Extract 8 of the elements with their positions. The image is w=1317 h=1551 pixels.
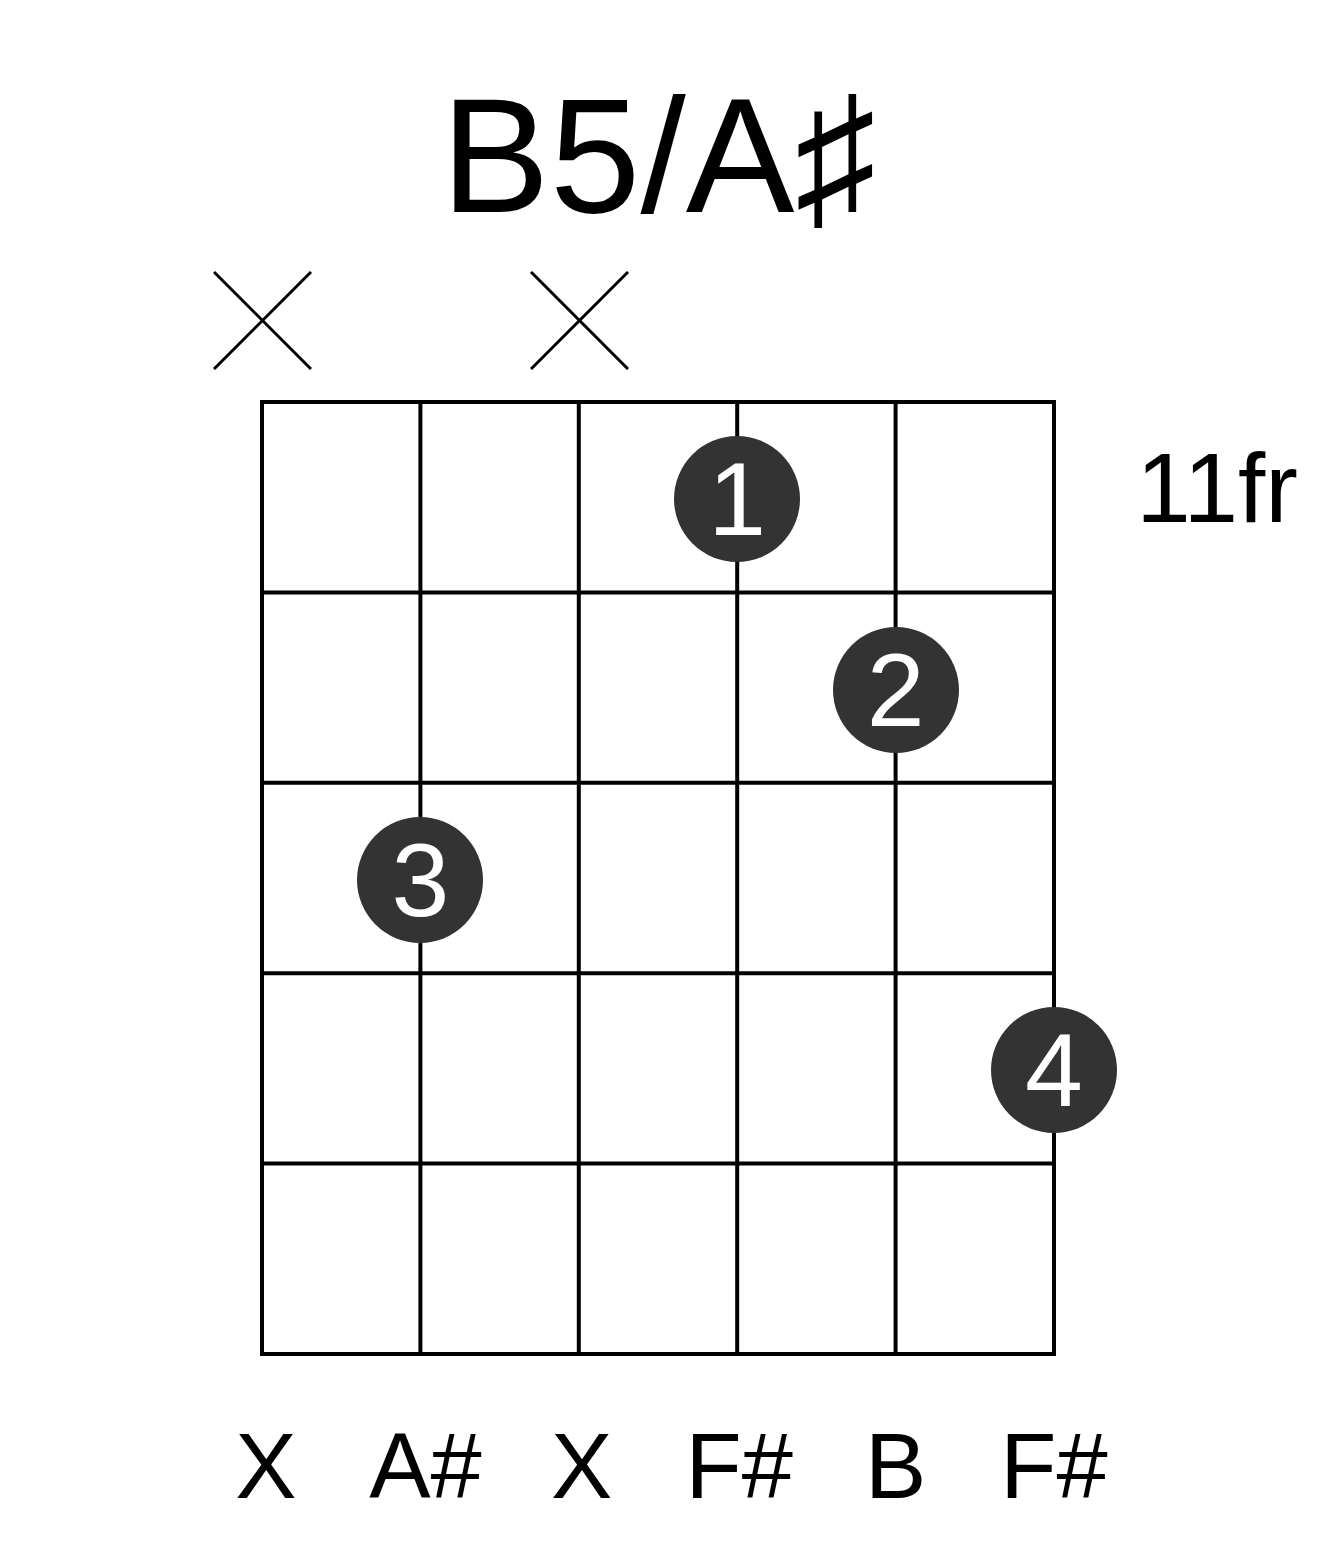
string-note-label: F# xyxy=(1000,1420,1108,1512)
string-note-label: B xyxy=(864,1420,927,1512)
chord-title: B5/A♯ xyxy=(441,74,876,237)
string-note-label: X xyxy=(235,1420,297,1512)
string-note-label: F# xyxy=(685,1420,793,1512)
fret-position-label: 11fr xyxy=(1136,439,1298,537)
string-note-label: A# xyxy=(369,1420,482,1512)
string-note-label: X xyxy=(551,1420,613,1512)
